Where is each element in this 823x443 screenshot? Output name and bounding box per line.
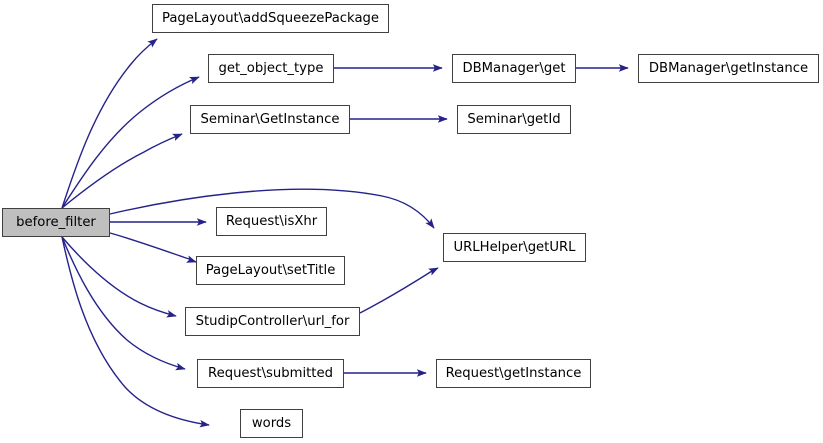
node-before_filter[interactable]: before_filter [2,208,110,237]
call-edge-studipcontroller_url_for-to-urlhelper_geturl [359,267,439,314]
node-urlhelper_geturl[interactable]: URLHelper\getURL [443,233,586,262]
call-edge-before_filter-to-request_submitted [61,236,186,371]
call-edge-before_filter-to-get_object_type [61,76,200,209]
edge-paths [61,38,629,428]
call-edge-before_filter-to-studipcontroller_url_for [61,236,177,318]
call-edge-before_filter-to-urlhelper_geturl [109,188,435,229]
node-label: Request\isXhr [225,213,318,229]
node-label: PageLayout\addSqueezePackage [161,10,380,26]
node-dbmanager_getinstance[interactable]: DBManager\getInstance [638,54,819,83]
node-get_object_type[interactable]: get_object_type [208,54,334,83]
node-label: PageLayout\setTitle [205,262,336,278]
node-label: Seminar\getId [467,111,561,127]
node-label: get_object_type [218,60,324,76]
node-dbmanager_get[interactable]: DBManager\get [452,54,576,83]
call-edge-before_filter-to-words [61,236,210,428]
node-seminar_getinstance[interactable]: Seminar\GetInstance [190,105,350,134]
node-label: DBManager\getInstance [648,60,809,76]
node-label: Seminar\GetInstance [200,111,340,127]
node-addSqueezePackage[interactable]: PageLayout\addSqueezePackage [152,4,389,33]
call-edge-before_filter-to-addSqueezePackage [61,38,158,209]
node-pagelayout_settitle[interactable]: PageLayout\setTitle [196,256,345,285]
node-seminar_getid[interactable]: Seminar\getId [457,105,571,134]
node-label: before_filter [16,214,96,230]
node-label: Request\getInstance [445,365,582,381]
node-label: DBManager\get [462,60,566,76]
node-label: URLHelper\getURL [453,239,576,255]
node-request_isxhr[interactable]: Request\isXhr [216,207,327,236]
node-request_submitted[interactable]: Request\submitted [197,359,344,388]
node-request_getinstance[interactable]: Request\getInstance [436,359,591,388]
call-edge-before_filter-to-seminar_getinstance [61,133,183,209]
node-label: StudipController\url_for [195,313,350,329]
call-edge-before_filter-to-pagelayout_settitle [109,232,197,263]
node-studipcontroller_url_for[interactable]: StudipController\url_for [185,307,360,336]
node-label: words [251,415,292,431]
node-words[interactable]: words [240,409,303,438]
node-label: Request\submitted [208,365,333,381]
